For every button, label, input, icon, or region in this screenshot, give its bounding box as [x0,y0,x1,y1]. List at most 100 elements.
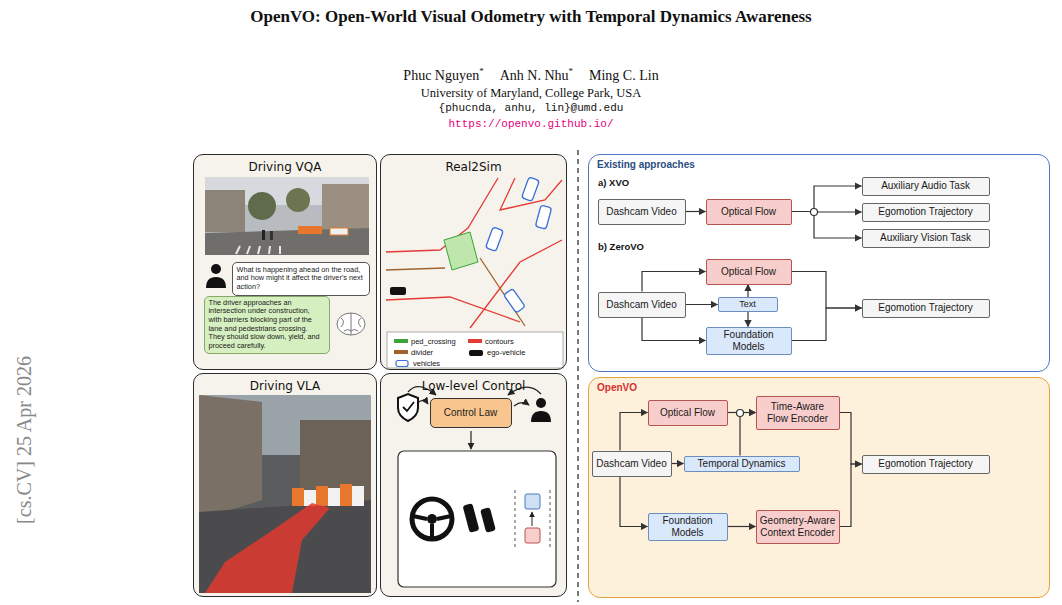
arxiv-stamp: [cs.CV] 25 Apr 2026 [13,356,36,524]
box-label: Time-Aware Flow Encoder [760,401,836,424]
panel-heading: Driving VLA [194,379,376,393]
junction-dots [737,209,818,417]
label-text: University of Maryland, College Park, US… [421,86,641,100]
author-mark: * [479,66,484,76]
box-label: Dashcam Video [606,299,676,311]
legend-text: ego-vehicle [487,348,525,357]
box-label: Auxiliary Vision Task [880,232,971,244]
author-row: Phuc Nguyen*Anh N. Nhu*Ming C. Lin [403,66,658,84]
author-mark: * [569,66,574,76]
figure-panel: Driving VLA [193,373,377,597]
legend-text: vehicles [413,359,440,368]
legend-text: contours [485,337,514,346]
process-box: Egomotion Trajectory [862,455,990,474]
legend-item: contours [468,336,514,346]
map-illustration [386,177,563,368]
box-label: Optical Flow [721,266,776,278]
figure-panel: Low-level ControlControl Law [380,373,567,597]
process-box: Optical Flow [648,400,728,426]
process-box: Text [718,297,778,312]
process-box: Geometry-Aware Context Encoder [756,510,840,544]
panel-heading: OpenVO [589,382,1049,393]
box-label: Optical Flow [721,206,776,218]
speech-bubble: What is happening ahead on the road, and… [232,262,370,296]
legend-text: divider [411,348,433,357]
figure-panel: Real2Sim [380,154,567,370]
figure-panel: Driving VQA What is happening ahead on th… [193,154,377,370]
box-label: Egomotion Trajectory [878,458,973,470]
legend-swatch [394,339,408,343]
author-name: Ming C. Lin [589,68,659,83]
flow-arrow [672,463,684,464]
flow-arrow [740,413,756,456]
car-icon [468,348,484,357]
text-label: b) ZeroVO [598,241,644,252]
box-label: Text [739,299,756,309]
process-box: Foundation Models [648,513,728,541]
flow-arrow [747,312,748,327]
box-label: Dashcam Video [596,458,666,470]
box-label: Dashcam Video [606,206,676,218]
author-name: Phuc Nguyen [403,68,479,83]
author-name: Anh N. Nhu [500,68,569,83]
panel-heading: Driving VQA [194,160,376,174]
box-label: The driver approaches an intersection un… [209,299,325,351]
flow-arrow [792,186,862,212]
flow-arrow [792,212,862,239]
process-box: Temporal Dynamics [684,456,800,472]
panel-heading: Low-level Control [381,379,566,393]
text-label: {phucnda, anhu, lin}@umd.edu [439,102,624,114]
legend-swatch [394,350,408,354]
box-label: Auxiliary Audio Task [881,180,970,192]
legend-item: ped_crossing [394,336,456,346]
flow-arrow [747,285,748,298]
box-label: Optical Flow [660,407,715,419]
text-label: https://openvo.github.io/ [448,118,613,130]
street-photo [205,177,369,255]
box-label: Geometry-Aware Context Encoder [760,515,836,538]
process-box: Foundation Models [706,327,792,355]
control-icons [398,387,556,587]
arxiv-id: [cs.CV] 25 Apr 2026 [13,356,35,524]
person-icon [206,264,226,288]
flow-arrow [642,272,706,292]
box-label: Egomotion Trajectory [878,206,973,218]
flow-arrow [840,413,862,465]
legend-item: ego-vehicle [468,347,525,357]
paper-title: OpenVO: Open-World Visual Odometry with … [250,7,811,27]
figure-panel: Existing approachesDashcam VideoOptical … [588,154,1050,372]
process-box: Dashcam Video [592,451,672,477]
flow-arrow [686,304,718,305]
flow-arrow [728,526,756,527]
figure-panel: OpenVO Optical Flow Time-Aware Flow Encode… [588,377,1050,598]
flow-arrow [840,464,862,527]
label-text: {phucnda, anhu, lin}@umd.edu [439,102,624,114]
flow-arrow [642,318,706,341]
process-box: Dashcam Video [598,199,686,225]
label-text: a) XVO [598,177,629,188]
legend-text: ped_crossing [411,337,456,346]
title-text: OpenVO: Open-World Visual Odometry with … [250,7,811,26]
label-text: b) ZeroVO [598,241,644,252]
flow-arrow [792,308,862,341]
flow-arrow [792,272,862,309]
process-box: Egomotion Trajectory [862,203,990,222]
process-box: Optical Flow [706,199,792,225]
panel-heading: Existing approaches [589,159,1049,170]
text-label: a) XVO [598,177,629,188]
box-label: Control Law [444,407,497,419]
panel-heading: Real2Sim [381,160,566,174]
vehicle-icon [394,359,410,368]
legend-item: divider [394,347,433,357]
flow-arrow [686,211,706,212]
process-box: Optical Flow [706,259,792,285]
brain-icon [337,313,365,335]
process-box: Time-Aware Flow Encoder [756,396,840,430]
process-box: Dashcam Video [598,292,686,318]
box-label: Temporal Dynamics [698,458,786,470]
legend-item: vehicles [394,358,440,368]
box-label: Foundation Models [652,515,724,538]
box-label: What is happening ahead on the road, and… [237,266,365,292]
process-box: Auxiliary Audio Task [862,177,990,196]
